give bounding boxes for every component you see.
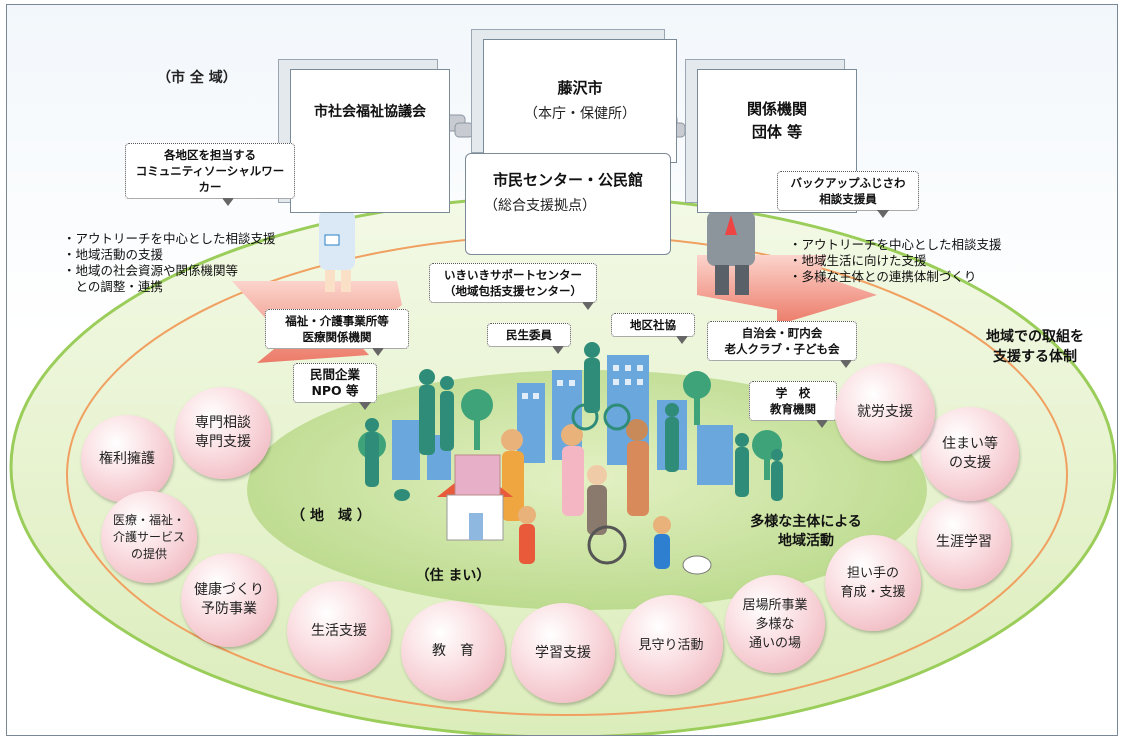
fujisawa-box [483,39,677,163]
center-box [465,153,671,255]
dog-silhouette [394,489,410,501]
left-bullet: との調整・連携 [63,279,163,294]
city-wide-label: （市 全 域） [157,70,237,86]
csw-bubble: 各地区を担当する コミュニティソーシャルワーカー [125,143,295,206]
diagram-frame: 市社会福祉協議会 藤沢市 （本庁・保健所） 関係機関 団体 等 市民センター・公… [6,4,1118,736]
school-bubble: 学 校 教育機関 [749,381,837,428]
council-title: 市社会福祉協議会 [314,104,426,120]
right-bullet: ・地域生活に向けた支援 [789,253,927,268]
region-label: （ 地 域 ） [291,508,371,524]
service-circle-health: 健康づくり 予防事業 [181,553,277,647]
chiku-bubble: 地区社協 [611,313,695,344]
service-circle-specialist: 専門相談 専門支援 [175,387,271,479]
welfare-bubble: 福祉・介護事業所等 医療関係機関 [265,309,409,356]
right-bullet: ・アウトリーチを中心とした相談支援 [789,237,1002,252]
minsei-bubble: 民生委員 [487,323,571,354]
service-circle-housing: 住まい等 の支援 [921,407,1019,501]
center-title: 市民センター・公民館 [492,171,643,189]
backup-bubble: バックアップふじさわ 相談支援員 [777,171,919,218]
service-circle-rights: 権利擁護 [81,415,173,503]
left-bullet: ・アウトリーチを中心とした相談支援 [63,231,276,246]
left-bullets: ・アウトリーチを中心とした相談支援 ・地域活動の支援 ・地域の社会資源や関係機関… [63,231,293,295]
handshake-icon-left [444,114,474,138]
fujisawa-title: 藤沢市 [557,79,603,97]
left-bullet: ・地域の社会資源や関係機関等 [63,263,239,278]
left-bullet: ・地域活動の支援 [63,247,164,262]
fujisawa-subtitle: （本庁・保健所） [524,106,636,122]
service-circle-care: 医療・福祉・ 介護サービス の提供 [101,491,197,583]
service-circle-education: 教 育 [401,601,505,701]
service-circle-watch: 見守り活動 [619,595,723,695]
diverse-activity-label: 多様な主体による 地域活動 [750,514,862,549]
related-title: 関係機関 [746,100,807,118]
right-bullets: ・アウトリーチを中心とした相談支援 ・地域生活に向けた支援 ・多様な主体との連携… [789,237,1049,285]
bicycle [571,403,631,431]
home-label: （住 まい） [415,568,491,584]
service-circle-bearer: 担い手の 育成・支援 [825,535,921,631]
service-circle-employment: 就労支援 [835,363,935,461]
service-circle-lifelong: 生涯学習 [917,495,1011,589]
service-circle-learning: 学習支援 [511,603,615,703]
council-box [290,69,450,213]
people-silhouettes [365,342,783,501]
apartment-building [454,454,501,496]
right-bullet: ・多様な主体との連携体制づくり [789,269,977,284]
minkan-bubble: 民間企業 NPO 等 [293,363,377,410]
family-group [501,419,712,575]
jichikai-bubble: 自治会・町内会 老人クラブ・子ども会 [707,321,857,368]
ikiiki-bubble: いきいきサポートセンター （地域包括支援センター） [429,263,597,310]
service-circle-place: 居場所事業 多様な 通いの場 [725,575,825,673]
center-subtitle: （総合支援拠点） [484,198,596,214]
related-subtitle: 団体 等 [751,123,803,141]
service-circle-life-support: 生活支援 [287,581,391,681]
support-system-label: 地域での取組を 支援する体制 [986,329,1084,365]
